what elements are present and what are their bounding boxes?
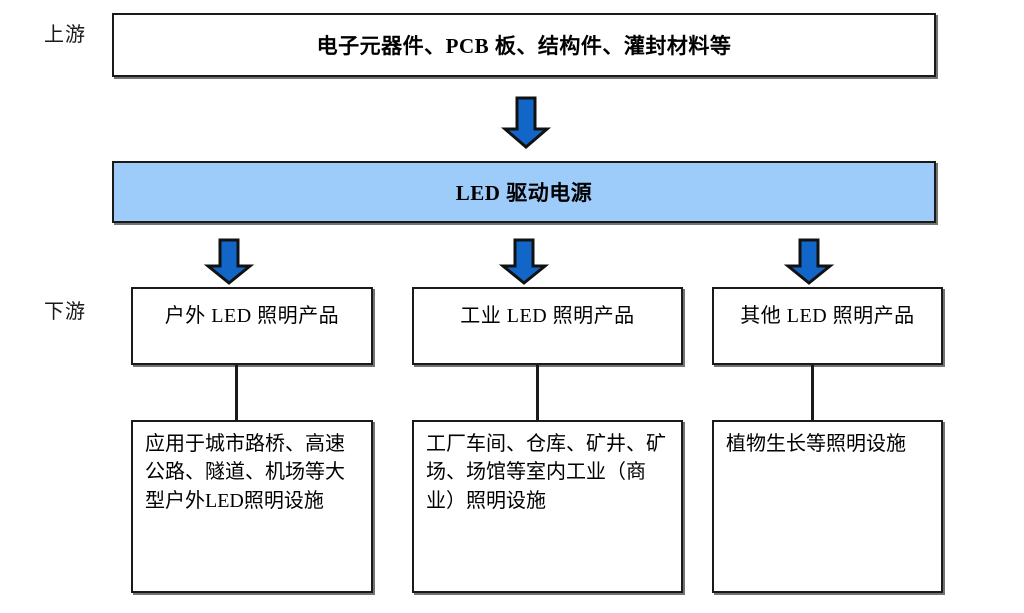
down-arrow-icon-to-outdoor-product [203, 238, 255, 285]
down-arrow-icon-upstream-to-core [500, 96, 552, 149]
connector-outdoor [235, 365, 238, 421]
product-box-industrial: 工业 LED 照明产品 [412, 287, 683, 365]
product-box-outdoor: 户外 LED 照明产品 [131, 287, 373, 365]
upstream-box: 电子元器件、PCB 板、结构件、灌封材料等 [112, 13, 936, 77]
product-box-other: 其他 LED 照明产品 [712, 287, 943, 365]
core-box-led-driver: LED 驱动电源 [112, 161, 936, 223]
product-box-industrial-label: 工业 LED 照明产品 [460, 305, 635, 327]
detail-box-outdoor: 应用于城市路桥、高速公路、隧道、机场等大型户外LED照明设施 [131, 420, 373, 593]
detail-box-other-text: 植物生长等照明设施 [726, 433, 906, 455]
connector-industrial [536, 365, 539, 421]
stage-label-upstream: 上游 [44, 24, 86, 46]
down-arrow-icon-to-other-product [783, 238, 835, 285]
product-box-outdoor-label: 户外 LED 照明产品 [164, 305, 340, 327]
stage-label-downstream: 下游 [44, 301, 86, 323]
core-box-text: LED 驱动电源 [455, 181, 593, 205]
upstream-box-text: 电子元器件、PCB 板、结构件、灌封材料等 [316, 34, 732, 58]
product-box-other-label: 其他 LED 照明产品 [740, 305, 915, 327]
detail-box-industrial-text: 工厂车间、仓库、矿井、矿场、场馆等室内工业（商业）照明设施 [426, 433, 666, 512]
detail-box-other: 植物生长等照明设施 [712, 420, 943, 593]
detail-box-outdoor-text: 应用于城市路桥、高速公路、隧道、机场等大型户外LED照明设施 [145, 433, 345, 512]
detail-box-industrial: 工厂车间、仓库、矿井、矿场、场馆等室内工业（商业）照明设施 [412, 420, 683, 593]
down-arrow-icon-to-industrial-product [498, 238, 550, 285]
connector-other [811, 365, 814, 421]
